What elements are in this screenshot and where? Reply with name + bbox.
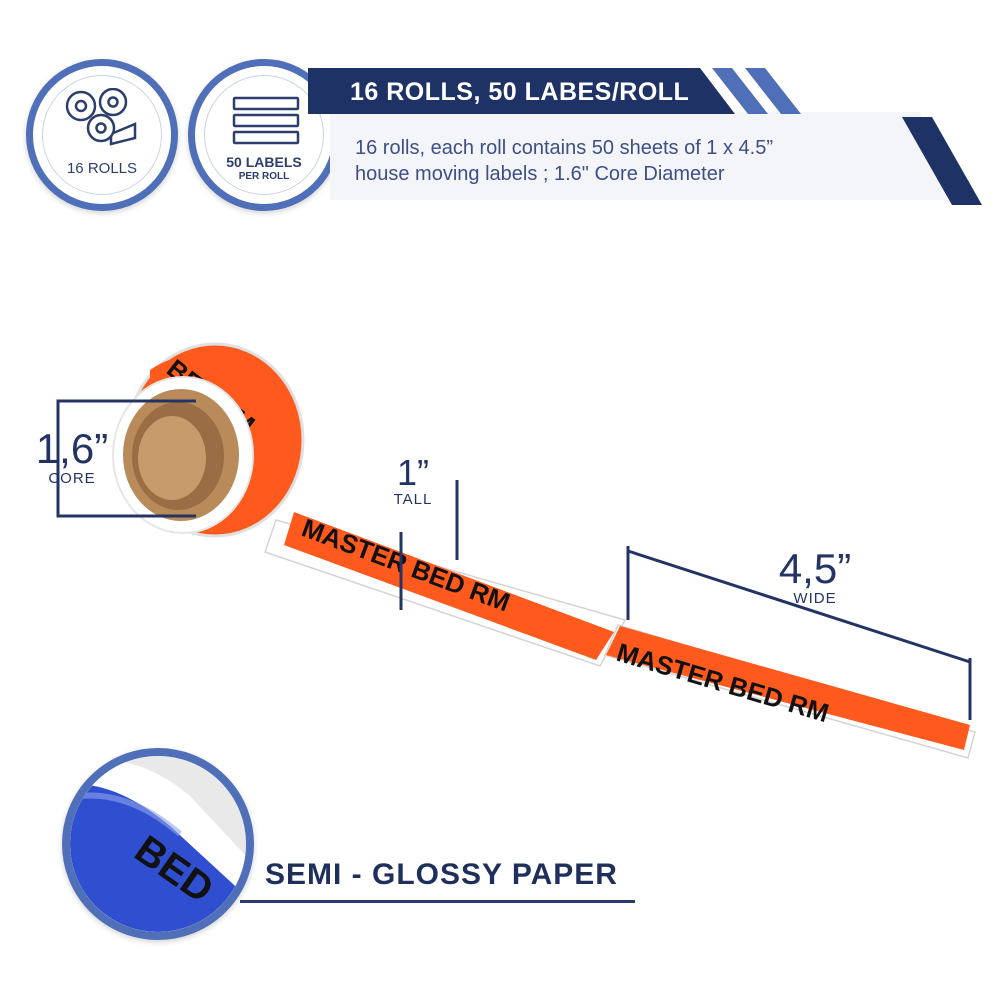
rolls-badge: 16 ROLLS xyxy=(26,59,178,211)
core-bracket xyxy=(56,399,196,518)
wide-dimension: 4,5” WIDE xyxy=(770,545,860,608)
feature-underline xyxy=(240,900,635,903)
label-sheet-1 xyxy=(284,512,614,660)
rolls-badge-label: 16 ROLLS xyxy=(66,160,138,177)
banner-description-line2: house moving labels ; 1.6" Core Diameter xyxy=(355,163,725,185)
labels-badge: 50 LABELS PER ROLL xyxy=(188,59,340,211)
dimension-lines xyxy=(56,399,972,720)
label-roll: BED RM xyxy=(112,342,305,538)
label-sheet-2 xyxy=(606,626,970,750)
glossy-label-closeup: BED xyxy=(70,756,246,932)
paper-zoom-circle: BED xyxy=(62,748,254,940)
tall-caption: TALL xyxy=(393,491,433,508)
banner-shapes xyxy=(308,68,982,205)
stripe-2 xyxy=(745,68,801,114)
labels-badge-line1: 50 LABELS xyxy=(226,154,302,170)
stripe-1 xyxy=(712,68,768,114)
tall-value: 1” xyxy=(396,452,429,493)
wide-value: 4,5” xyxy=(778,545,852,592)
wide-caption: WIDE xyxy=(793,590,837,607)
wide-span-line xyxy=(627,549,971,664)
core-dimension: 1,6” CORE xyxy=(32,425,112,488)
feature-label: SEMI - GLOSSY PAPER xyxy=(265,858,618,891)
description-panel xyxy=(330,112,948,200)
stripe-3 xyxy=(902,117,982,205)
title-bar xyxy=(308,68,735,114)
tall-dimension: 1” TALL xyxy=(378,452,448,509)
banner-description-line1: 16 rolls, each roll contains 50 sheets o… xyxy=(355,137,774,159)
labels-badge-line2: PER ROLL xyxy=(238,171,290,182)
rolls-icon xyxy=(65,88,137,146)
label-roll-illustration: MASTER BED RM MASTER BED RM BED RM xyxy=(112,342,976,759)
label-sheets-icon xyxy=(232,96,300,145)
core-caption: CORE xyxy=(48,470,96,487)
core-value: 1,6” xyxy=(35,425,109,472)
banner-title: 16 ROLLS, 50 LABES/ROLL xyxy=(350,78,690,106)
